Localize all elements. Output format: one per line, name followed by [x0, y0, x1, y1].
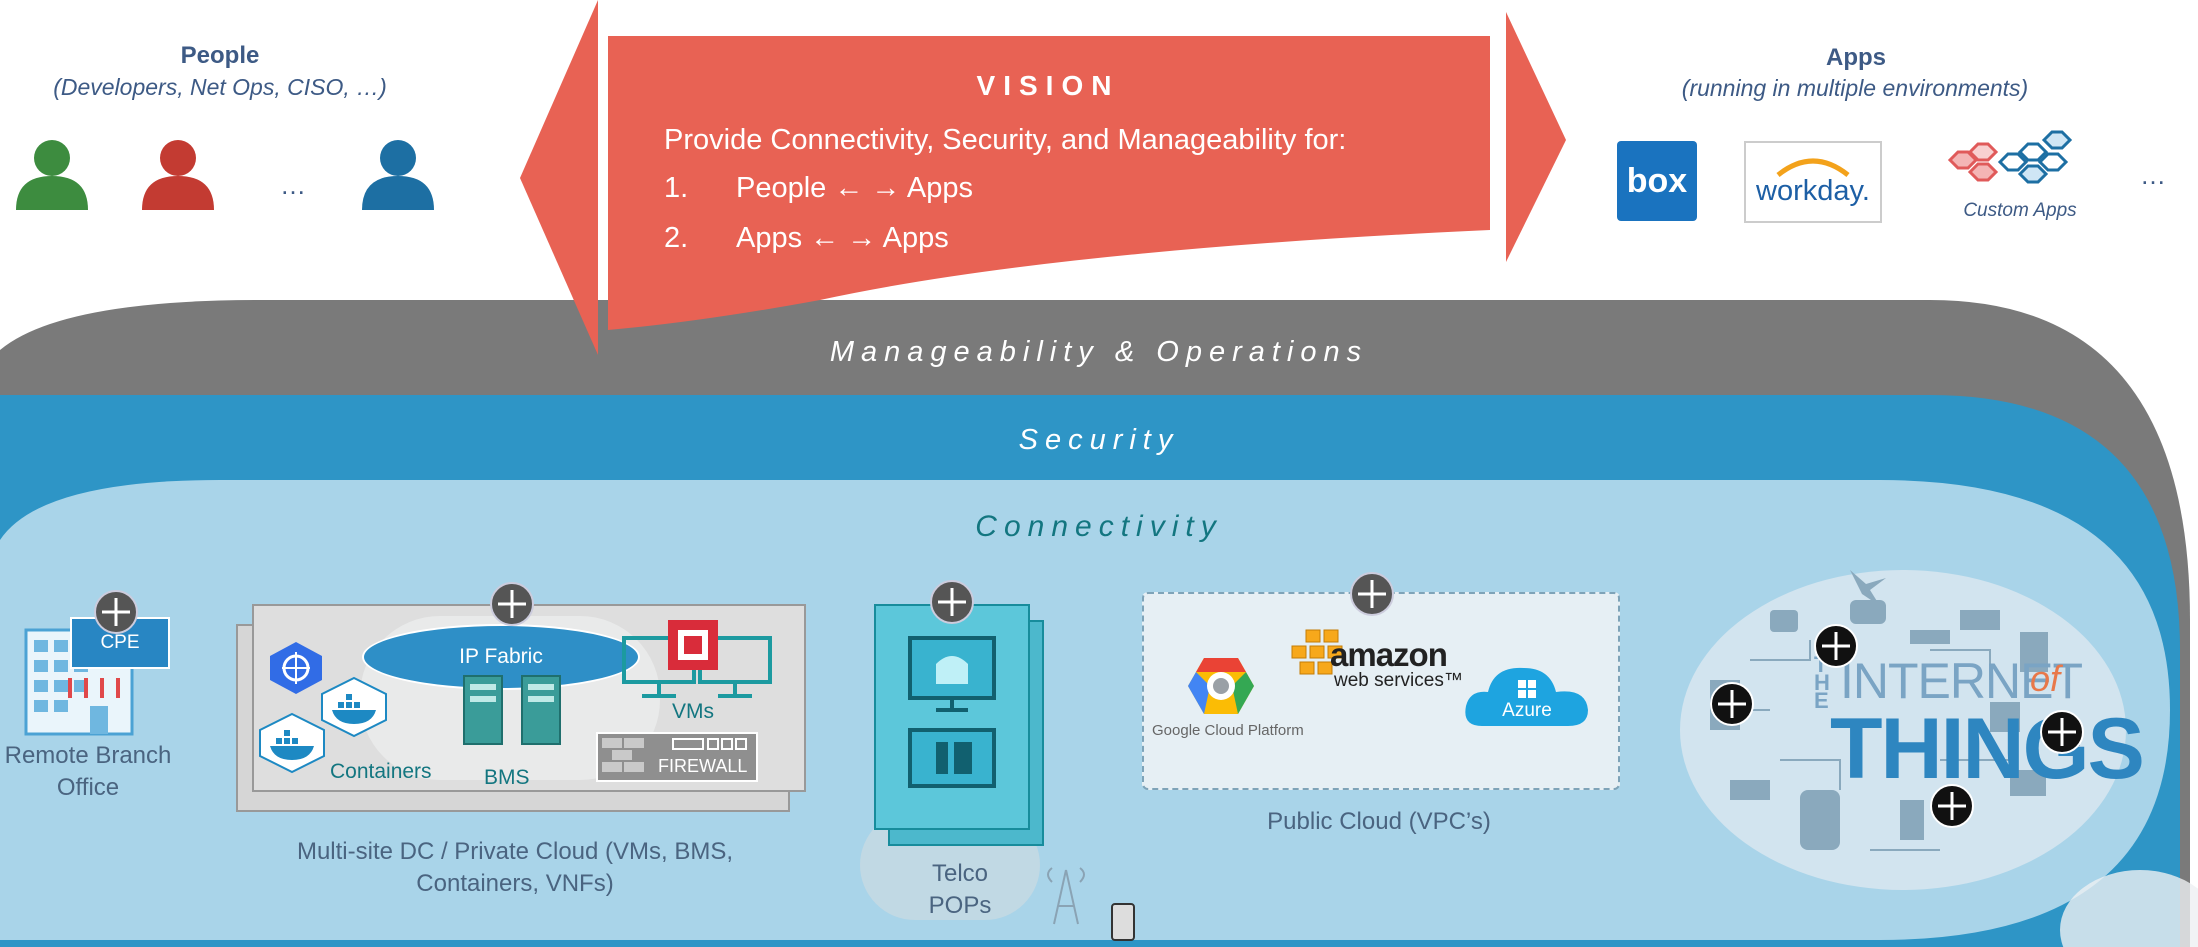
apps-subtitle: (running in multiple environments)	[1681, 75, 2029, 101]
telco-label-line1: Telco	[931, 860, 989, 887]
box-logo: box	[1617, 141, 1697, 221]
cell-tower-icon	[1047, 867, 1135, 941]
person-blue-icon	[362, 140, 434, 210]
iot-router-icon	[1814, 624, 1858, 668]
apps-title: Apps	[1826, 44, 1886, 71]
azure-label: Azure	[1502, 700, 1552, 721]
dc-caption-line1: Multi-site DC / Private Cloud (VMs, BMS,	[296, 838, 734, 865]
vision-statement: Provide Connectivity, Security, and Mana…	[664, 124, 1347, 156]
bms-servers-icon	[463, 675, 561, 745]
iot-router-icon	[2040, 710, 2084, 754]
people-ellipsis: …	[280, 170, 306, 200]
iot-internet-text: INTERNET	[1840, 653, 2083, 709]
vision-item1-number: 1.	[664, 172, 689, 204]
people-subtitle: (Developers, Net Ops, CISO, …)	[53, 74, 387, 100]
docker-container-icon	[321, 676, 387, 738]
custom-apps-hexagons-icon	[1947, 130, 2073, 184]
azure-cloud-icon	[1465, 667, 1588, 726]
vision-title: VISION	[976, 70, 1120, 101]
containers-label: Containers	[330, 760, 432, 783]
vms-label: VMs	[672, 700, 714, 723]
branch-label-line2: Office	[56, 774, 120, 801]
cpe-box: CPE	[70, 617, 170, 669]
brick-wall-icon	[602, 738, 644, 772]
person-red-icon	[142, 140, 214, 210]
manageability-label: Manageability & Operations	[829, 336, 1369, 368]
cloud-router-icon	[1350, 572, 1394, 616]
google-cloud-icon	[1188, 658, 1254, 714]
vision-item2-number: 2.	[664, 222, 689, 254]
branch-router-icon	[94, 590, 138, 634]
telco-label: Telco POPs	[900, 858, 1020, 922]
telco-devices-icon	[908, 636, 996, 788]
workday-logo-text: workday.	[1756, 175, 1870, 207]
iot-things-text: THINGS	[1830, 701, 2145, 797]
vm-monitors-icon	[622, 620, 772, 698]
workday-arc-icon	[1776, 158, 1850, 177]
firewall-label: FIREWALL	[658, 756, 748, 776]
bms-label: BMS	[484, 766, 530, 789]
firewall-box: FIREWALL	[596, 732, 758, 782]
vision-item1-text: People ← → Apps	[736, 172, 973, 204]
firewall-ports-icon	[672, 738, 747, 750]
vision-banner	[520, 0, 598, 355]
iot-router-icon	[1930, 784, 1974, 828]
google-cloud-label: Google Cloud Platform	[1152, 722, 1304, 739]
connectivity-band	[0, 480, 2170, 940]
kubernetes-icon	[270, 642, 322, 694]
iot-the-text: THE	[1814, 652, 1831, 713]
amazon-logo-text: amazon	[1330, 636, 1448, 673]
iot-of-text: of	[2030, 658, 2061, 699]
apps-ellipsis: …	[2140, 160, 2166, 190]
dc-router-icon	[490, 582, 534, 626]
aws-cubes-icon	[1291, 629, 1343, 675]
workday-logo: workday.	[1744, 141, 1882, 223]
iot-router-icon	[1710, 682, 1754, 726]
docker-container-icon	[259, 712, 325, 774]
public-cloud-caption: Public Cloud (VPC’s)	[1267, 808, 1491, 835]
branch-label-line1: Remote Branch	[4, 742, 172, 769]
people-title: People	[180, 42, 260, 69]
dc-caption-line2: Containers, VNFs)	[416, 870, 614, 897]
telco-label-line2: POPs	[928, 892, 992, 919]
vision-item2-text: Apps ← → Apps	[736, 222, 949, 254]
connectivity-label: Connectivity	[975, 510, 1223, 543]
telco-router-icon	[930, 580, 974, 624]
branch-label: Remote Branch Office	[0, 740, 176, 804]
aws-sub-text: web services™	[1334, 670, 1463, 691]
ip-fabric-ellipse: IP Fabric	[362, 624, 640, 690]
security-label: Security	[1018, 424, 1180, 456]
custom-apps-label: Custom Apps	[1963, 200, 2077, 221]
person-green-icon	[16, 140, 88, 210]
dc-caption: Multi-site DC / Private Cloud (VMs, BMS,…	[240, 836, 790, 900]
